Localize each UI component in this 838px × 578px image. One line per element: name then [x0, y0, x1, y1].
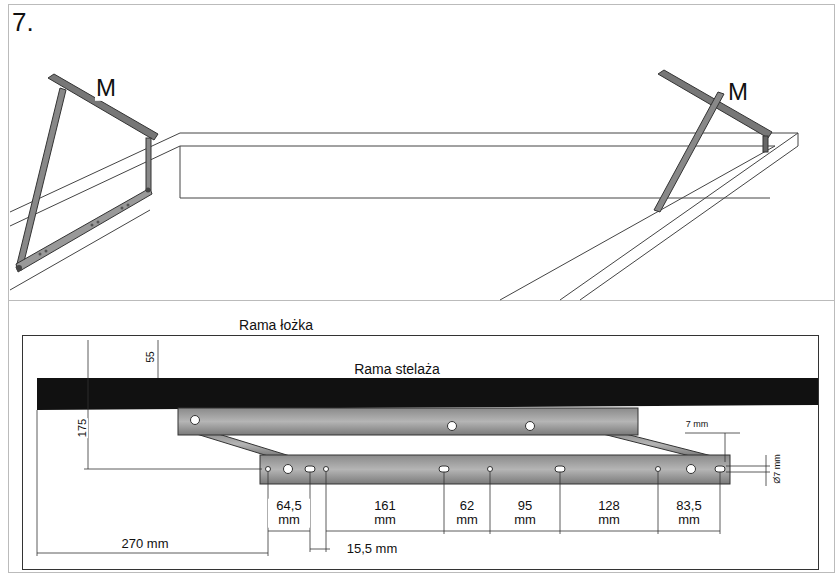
dimension: 15,5 mm	[346, 542, 399, 556]
dimension: Ø7 mm	[773, 453, 783, 485]
part-letter: M	[727, 79, 749, 105]
bed-box	[10, 133, 798, 300]
dimension: 270 mm	[121, 537, 170, 551]
lift-mechanism	[16, 74, 158, 272]
panel-frame	[8, 5, 835, 573]
mechanism-plate	[178, 408, 730, 484]
dimension: 95 mm	[507, 499, 543, 528]
step-number: 7.	[12, 8, 34, 37]
lift-mechanism	[654, 70, 772, 212]
part-letter: M	[95, 75, 117, 101]
dimension: 64,5 mm	[268, 499, 310, 528]
dimension: 62 mm	[449, 499, 485, 528]
dimension: 83,5 mm	[666, 499, 712, 528]
dimension: 7 mm	[685, 420, 710, 430]
dimension: 128 mm	[589, 499, 629, 528]
dimension: 161 mm	[366, 499, 404, 528]
frame-label: Rama stelaża	[353, 362, 441, 377]
dimension: 55	[145, 350, 156, 363]
holes	[191, 416, 726, 474]
dimension-lines	[37, 340, 770, 556]
frame-label: Rama łożka	[238, 318, 314, 333]
dimension: 175	[76, 418, 88, 438]
bed-frame	[23, 336, 819, 570]
base-rail	[37, 378, 818, 410]
